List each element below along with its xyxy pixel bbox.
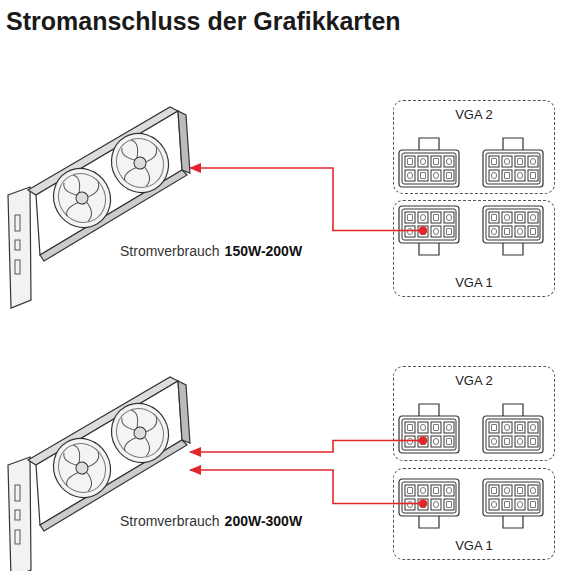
power-connector [399, 404, 459, 453]
graphics-card [8, 107, 190, 308]
graphics-card [8, 377, 190, 571]
cable-segment [393, 230, 423, 232]
power-value: 150W-200W [225, 243, 303, 259]
group-label: VGA 1 [394, 538, 554, 553]
connection-dot [420, 437, 427, 444]
group-label: VGA 1 [394, 275, 554, 290]
power-cable-arrow [190, 441, 393, 453]
power-caption: Stromverbrauch 200W-300W [120, 513, 302, 529]
connection-dot [420, 500, 427, 507]
graphics-card-node: Stromverbrauch150W-200W [5, 95, 190, 305]
power-value: 200W-300W [225, 513, 303, 529]
diagram-title: Stromanschluss der Grafikkarten [6, 7, 401, 36]
connector-group: VGA 1 [393, 468, 555, 560]
power-connector [483, 479, 543, 528]
power-connector [399, 138, 459, 187]
power-connector [483, 206, 543, 255]
group-label: VGA 2 [394, 373, 554, 388]
power-caption: Stromverbrauch 150W-200W [120, 243, 302, 259]
connector-group: VGA 1 [393, 200, 555, 297]
group-label: VGA 2 [394, 107, 554, 122]
connection-dot [420, 227, 427, 234]
connector-group: VGA 2 [393, 100, 555, 194]
power-connector [483, 404, 543, 453]
power-cable-arrow [190, 168, 393, 231]
cable-segment [393, 503, 423, 505]
power-connector [483, 138, 543, 187]
caption-text: Stromverbrauch [120, 513, 220, 529]
caption-text: Stromverbrauch [120, 243, 220, 259]
power-cable-arrow [190, 470, 393, 504]
connector-group: VGA 2 [393, 366, 555, 461]
graphics-card-node: Stromverbrauch200W-300W [5, 365, 190, 565]
cable-segment [393, 440, 423, 442]
